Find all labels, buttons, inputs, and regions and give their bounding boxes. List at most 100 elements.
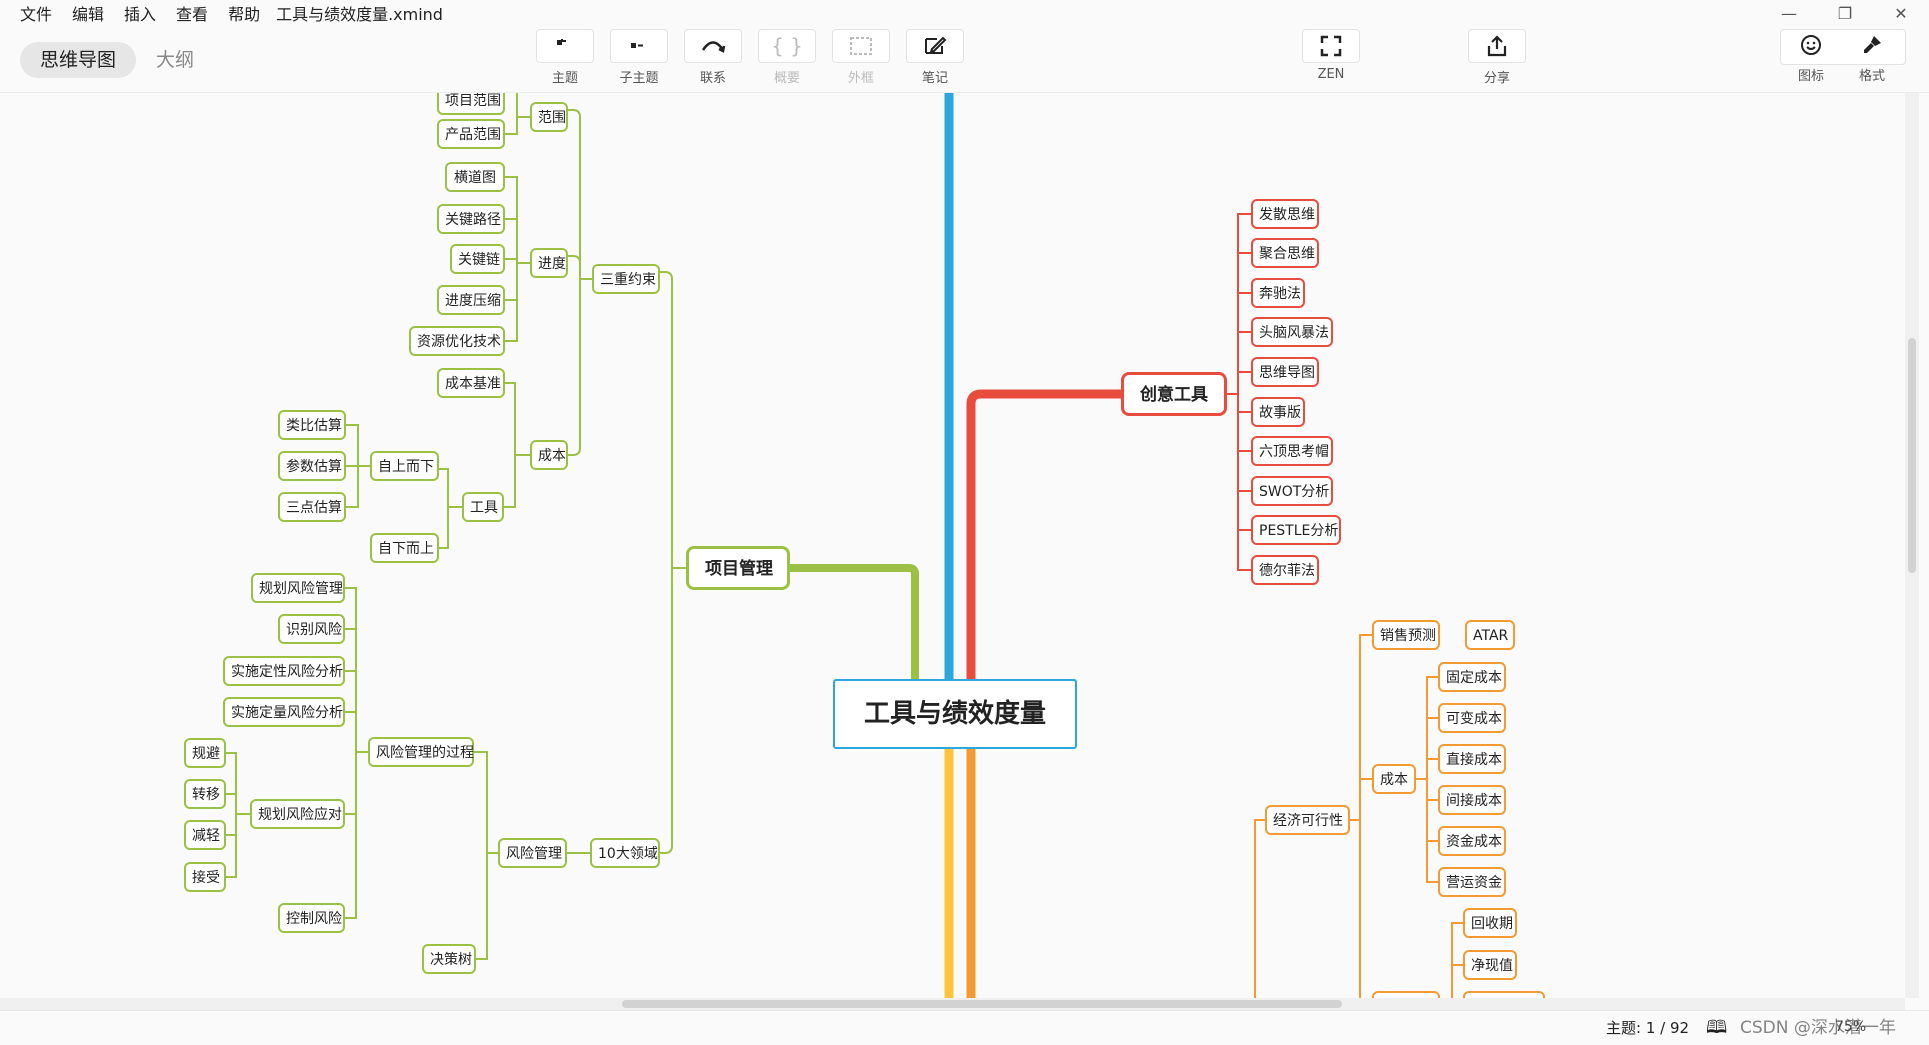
topic-fixed-cost[interactable]: 固定成本 (1438, 662, 1506, 692)
menu-view[interactable]: 查看 (176, 5, 209, 24)
topic-control-risks[interactable]: 控制风险 (278, 903, 345, 933)
topic-delphi[interactable]: 德尔菲法 (1251, 555, 1319, 585)
topic-triple-constraint[interactable]: 三重约束 (592, 264, 660, 294)
topic-risk-process[interactable]: 风险管理的过程 (368, 737, 474, 767)
minimize-icon[interactable]: — (1781, 3, 1797, 23)
zen-button[interactable]: ZEN (1301, 29, 1361, 82)
horizontal-scrollbar[interactable] (0, 998, 1905, 1010)
summary-button[interactable]: { } 概要 (757, 29, 817, 86)
topic-quantitative-analysis[interactable]: 实施定量风险分析 (223, 697, 345, 727)
note-button[interactable]: 笔记 (905, 29, 965, 86)
topic-capital-cost[interactable]: 资金成本 (1438, 826, 1506, 856)
menu-file[interactable]: 文件 (20, 5, 53, 24)
topic-evaluation-partial-child[interactable] (1463, 991, 1545, 998)
format-panel-button[interactable]: 格式 (1842, 29, 1902, 84)
topic-critical-chain[interactable]: 关键链 (450, 244, 505, 274)
topic-plan-risk-responses[interactable]: 规划风险应对 (250, 799, 345, 829)
topic-ten-areas[interactable]: 10大领域 (590, 838, 660, 868)
topic-mind-mapping[interactable]: 思维导图 (1251, 357, 1319, 387)
topic-working-capital[interactable]: 营运资金 (1438, 867, 1506, 897)
topic-cost-baseline[interactable]: 成本基准 (437, 368, 505, 398)
menu-bar: 文件 编辑 插入 查看 帮助 工具与绩效度量.xmind (0, 0, 1929, 26)
topic-direct-cost[interactable]: 直接成本 (1438, 744, 1506, 774)
menu-edit[interactable]: 编辑 (72, 5, 105, 24)
summary-icon: { } (758, 29, 816, 63)
topic-variable-cost[interactable]: 可变成本 (1438, 703, 1506, 733)
vertical-scrollbar[interactable] (1905, 93, 1919, 998)
topic-mitigate[interactable]: 减轻 (184, 820, 226, 850)
watermark: CSDN @深水潜一年 (1740, 1018, 1896, 1038)
mindmap-canvas[interactable]: 工具与绩效度量 项目管理 三重约束 范围 项目范围 产品范围 进度 横道图 关键… (0, 93, 1929, 998)
topic-decision-tree[interactable]: 决策树 (422, 944, 476, 974)
topic-analogous-estimate[interactable]: 类比估算 (278, 410, 346, 440)
topic-scope[interactable]: 范围 (530, 102, 568, 132)
topic-project-management[interactable]: 项目管理 (686, 546, 790, 590)
summary-label: 概要 (773, 71, 800, 86)
tab-mindmap[interactable]: 思维导图 (20, 42, 137, 78)
topic-button[interactable]: 主题 (535, 29, 595, 86)
topic-cost[interactable]: 成本 (530, 440, 568, 470)
menu-insert[interactable]: 插入 (124, 5, 157, 24)
topic-bottom-up[interactable]: 自下而上 (370, 533, 439, 563)
view-tabs: 思维导图 大纲 (20, 42, 214, 78)
zen-label: ZEN (1317, 67, 1345, 82)
topic-gantt[interactable]: 横道图 (445, 162, 505, 192)
topic-pestle[interactable]: PESTLE分析 (1251, 515, 1341, 545)
right-panel-toggles (1780, 29, 1906, 65)
topic-storyboard[interactable]: 故事版 (1251, 397, 1305, 427)
topic-icon (557, 39, 566, 45)
topic-avoid[interactable]: 规避 (184, 738, 226, 768)
topic-identify-risks[interactable]: 识别风险 (278, 614, 345, 644)
vertical-scroll-thumb[interactable] (1908, 338, 1916, 573)
topic-economic-feasibility[interactable]: 经济可行性 (1265, 805, 1350, 835)
topic-six-hats[interactable]: 六顶思考帽 (1251, 436, 1333, 466)
topic-three-point-estimate[interactable]: 三点估算 (278, 492, 346, 522)
share-icon (1487, 35, 1507, 57)
topic-risk-management[interactable]: 风险管理 (498, 838, 567, 868)
topic-schedule[interactable]: 进度 (530, 248, 568, 278)
topic-atar[interactable]: ATAR (1465, 620, 1515, 650)
topic-divergent-thinking[interactable]: 发散思维 (1251, 199, 1319, 229)
horizontal-scroll-thumb[interactable] (622, 1000, 1342, 1008)
topic-top-down[interactable]: 自上而下 (370, 451, 439, 481)
icon-panel-button[interactable]: 图标 (1781, 29, 1841, 84)
close-icon[interactable]: ✕ (1894, 3, 1908, 23)
menu-help[interactable]: 帮助 (228, 5, 261, 24)
icon-panel-label: 图标 (1797, 69, 1824, 84)
topic-product-scope[interactable]: 产品范围 (437, 119, 505, 149)
central-topic[interactable]: 工具与绩效度量 (833, 679, 1077, 749)
subtopic-button[interactable]: 子主题 (609, 29, 669, 86)
topic-transfer[interactable]: 转移 (184, 779, 226, 809)
topic-indirect-cost[interactable]: 间接成本 (1438, 785, 1506, 815)
topic-payback-period[interactable]: 回收期 (1463, 908, 1517, 938)
topic-project-scope[interactable]: 项目范围 (437, 93, 505, 115)
topic-critical-path[interactable]: 关键路径 (437, 204, 505, 234)
tab-outline[interactable]: 大纲 (156, 49, 195, 71)
connector-lines (226, 93, 1478, 998)
boundary-icon (850, 37, 872, 55)
topic-accept[interactable]: 接受 (184, 862, 226, 892)
topic-parametric-estimate[interactable]: 参数估算 (278, 451, 346, 481)
topic-creative-tools[interactable]: 创意工具 (1121, 372, 1227, 416)
share-button[interactable]: 分享 (1467, 29, 1527, 86)
topic-schedule-compression[interactable]: 进度压缩 (437, 285, 505, 315)
zoom-level[interactable]: 75% (1835, 1019, 1867, 1035)
topic-econ-cost[interactable]: 成本 (1372, 764, 1416, 794)
topic-npv[interactable]: 净现值 (1463, 950, 1517, 980)
topic-tools[interactable]: 工具 (462, 492, 504, 522)
topic-brainstorming[interactable]: 头脑风暴法 (1251, 317, 1333, 347)
topic-plan-risk-management[interactable]: 规划风险管理 (251, 573, 345, 603)
boundary-button[interactable]: 外框 (831, 29, 891, 86)
format-panel-label: 格式 (1858, 69, 1885, 84)
topic-scamper[interactable]: 奔驰法 (1251, 278, 1305, 308)
topic-swot[interactable]: SWOT分析 (1251, 476, 1333, 506)
restore-icon[interactable]: ❐ (1837, 3, 1853, 23)
map-overview-icon[interactable]: 🕮 (1706, 1017, 1728, 1038)
topic-resource-optimization[interactable]: 资源优化技术 (409, 326, 505, 356)
topic-count: 主题: 1 / 92 (1606, 1019, 1690, 1037)
topic-sales-forecast[interactable]: 销售预测 (1372, 620, 1440, 650)
topic-convergent-thinking[interactable]: 聚合思维 (1251, 238, 1319, 268)
topic-evaluation-partial[interactable] (1372, 991, 1440, 998)
relationship-button[interactable]: 联系 (683, 29, 743, 86)
topic-qualitative-analysis[interactable]: 实施定性风险分析 (223, 656, 345, 686)
